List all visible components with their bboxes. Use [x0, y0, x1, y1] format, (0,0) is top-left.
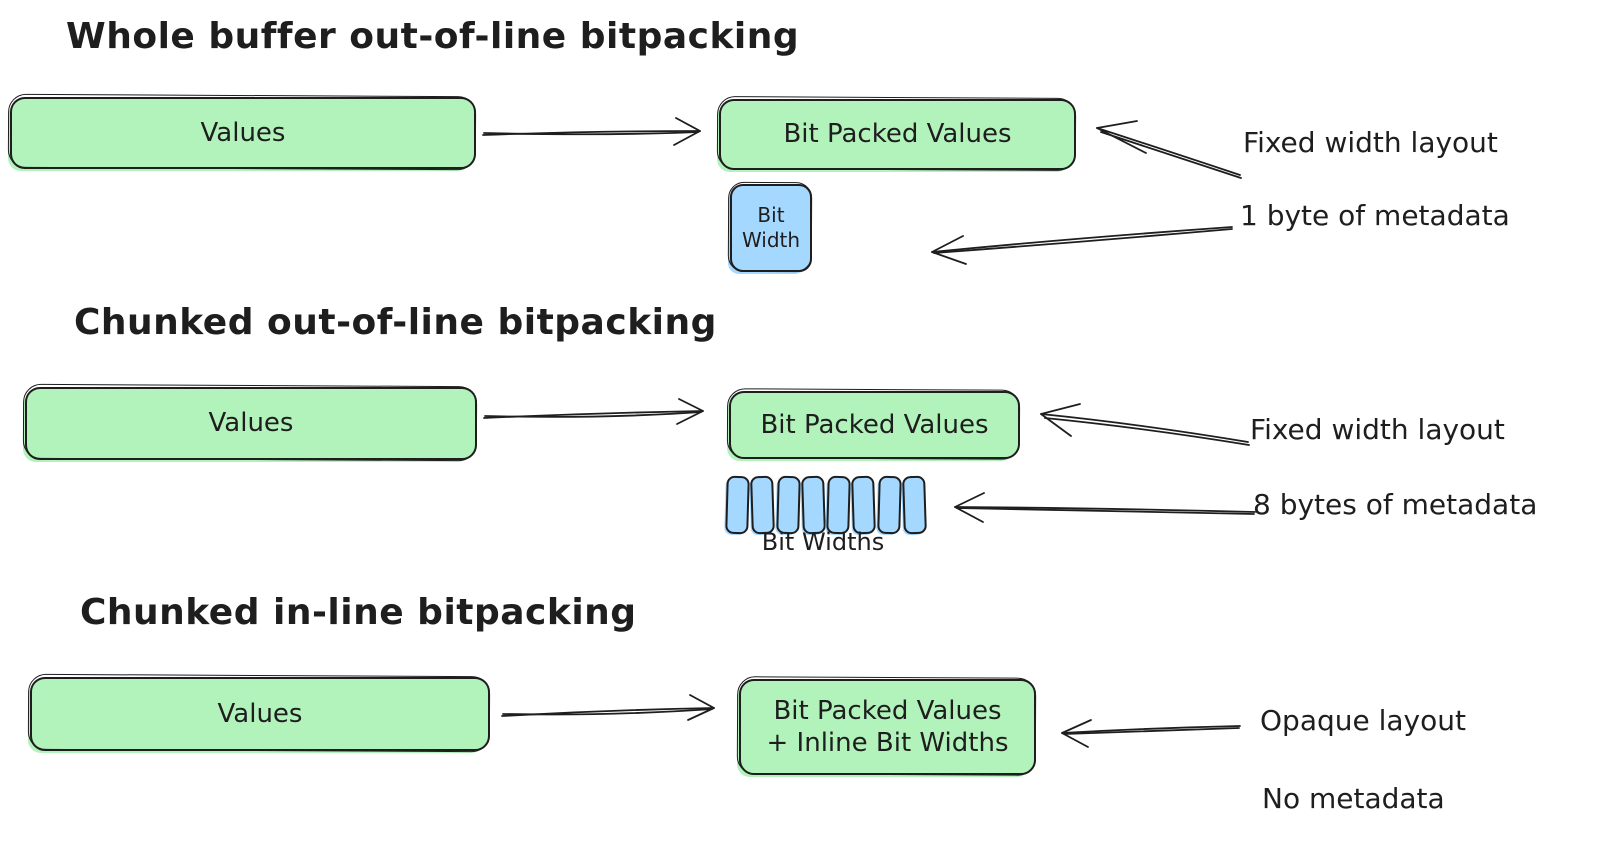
bit-width-cell: [725, 475, 751, 535]
section-title-whole-buffer: Whole buffer out-of-line bitpacking: [66, 16, 800, 57]
arrow-values-to-packed-3: [501, 694, 715, 721]
bit-widths-row: [725, 475, 927, 535]
values-box-3: Values: [30, 677, 490, 751]
arrow-metadata-to-bitwidth-1: [931, 226, 1233, 265]
annotation-fixed-width-layout-1: Fixed width layout: [1243, 126, 1498, 159]
annotation-1-byte-metadata: 1 byte of metadata: [1240, 199, 1510, 232]
values-box-2: Values: [25, 387, 477, 460]
bit-packed-inline-box: Bit Packed Values + Inline Bit Widths: [739, 679, 1036, 775]
bit-width-cell: [826, 475, 852, 535]
bit-width-cell: [775, 475, 801, 535]
bit-packed-values-box-1: Bit Packed Values: [719, 99, 1076, 170]
section-title-chunked-out-of-line: Chunked out-of-line bitpacking: [74, 302, 717, 343]
bit-width-cell: [876, 475, 902, 535]
arrow-values-to-packed-2: [483, 398, 704, 425]
annotation-8-bytes-metadata: 8 bytes of metadata: [1253, 488, 1538, 521]
bit-width-cell: [901, 475, 927, 535]
bit-width-cell: [750, 475, 776, 535]
arrow-opaque-to-packed-3: [1061, 719, 1241, 748]
bit-width-box: Bit Width: [730, 184, 812, 272]
arrow-fixed-width-to-packed-1: [1096, 120, 1242, 179]
values-box-1: Values: [10, 97, 476, 169]
arrow-fixed-width-to-packed-2: [1040, 403, 1250, 446]
annotation-opaque-layout: Opaque layout: [1260, 704, 1466, 737]
section-title-chunked-in-line: Chunked in-line bitpacking: [80, 592, 637, 633]
arrow-metadata-to-bitwidths-2: [954, 492, 1256, 523]
annotation-no-metadata: No metadata: [1262, 782, 1445, 815]
bit-width-cell: [851, 475, 877, 535]
arrow-values-to-packed-1: [482, 117, 701, 146]
bit-widths-label: Bit Widths: [761, 528, 885, 556]
annotation-fixed-width-layout-2: Fixed width layout: [1250, 413, 1505, 446]
bit-packed-values-box-2: Bit Packed Values: [729, 391, 1020, 459]
bit-width-cell: [800, 475, 826, 535]
